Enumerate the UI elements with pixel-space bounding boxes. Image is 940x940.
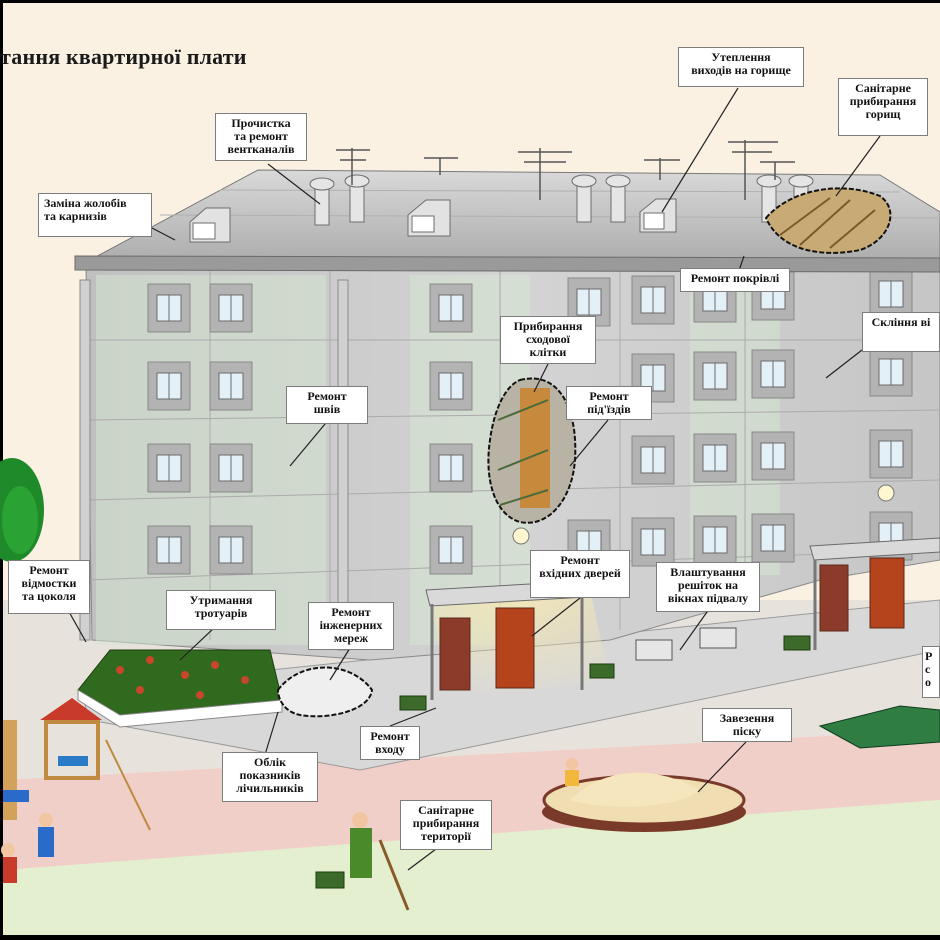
basement-grilles — [635, 627, 737, 661]
grass-front — [3, 800, 940, 935]
benches — [315, 635, 811, 889]
lamps — [512, 484, 895, 545]
networks-cutaway — [276, 666, 374, 718]
window — [429, 283, 473, 333]
dormer — [189, 198, 677, 243]
label-networks: Ремонт інженерних мереж — [308, 602, 394, 650]
vent-pipes — [309, 174, 814, 226]
label-attic-cleaning: Санітарне прибирання горищ — [838, 78, 928, 136]
label-basement-grilles: Влаштування решіток на вікнах підвалу — [656, 562, 760, 612]
label-entrance: Ремонт входу — [360, 726, 420, 760]
label-doors: Ремонт вхідних дверей — [530, 550, 630, 598]
window — [209, 525, 253, 575]
label-vent-repair: Прочистка та ремонт вентканалів — [215, 113, 307, 161]
label-foundation: Ремонт відмостки та цоколя — [8, 560, 90, 614]
label-right-partial: Р с о — [922, 646, 940, 698]
entrance-left — [425, 579, 610, 700]
windows — [147, 269, 913, 575]
playground — [3, 698, 151, 831]
sandbox — [542, 772, 746, 832]
leader-lines — [67, 87, 881, 871]
label-sidewalks: Утримання тротуарів — [166, 590, 276, 630]
diagram-title: тання квартирної плати — [0, 44, 247, 69]
window — [869, 429, 913, 479]
tree — [0, 458, 44, 562]
label-gutters: Заміна жолобів та карнизів — [38, 193, 152, 237]
table — [818, 705, 940, 749]
label-glazing: Скління ві — [862, 312, 940, 352]
label-entrances-repair: Ремонт під'їздів — [566, 386, 652, 420]
stairwell-cutaway — [487, 377, 577, 524]
label-roof-repair: Ремонт покрівлі — [680, 268, 790, 292]
roof-cutaway — [764, 187, 892, 254]
label-sand: Завезення піску — [702, 708, 792, 742]
label-seams: Ремонт швів — [286, 386, 368, 424]
label-meters: Облік показників лічильників — [222, 752, 318, 802]
label-attic-exits: Утеплення виходів на горище — [678, 47, 804, 87]
label-territory-cleaning: Санітарне прибирання території — [400, 800, 492, 850]
antennas — [336, 140, 795, 200]
window — [429, 443, 473, 493]
drain-pipe — [337, 279, 349, 651]
entrance-right — [809, 537, 940, 650]
label-stairwell-cleaning: Прибирання сходової клітки — [500, 316, 596, 364]
roof-edge — [74, 255, 940, 273]
window — [693, 351, 737, 401]
people — [1, 758, 579, 911]
flower-bed — [77, 649, 283, 728]
